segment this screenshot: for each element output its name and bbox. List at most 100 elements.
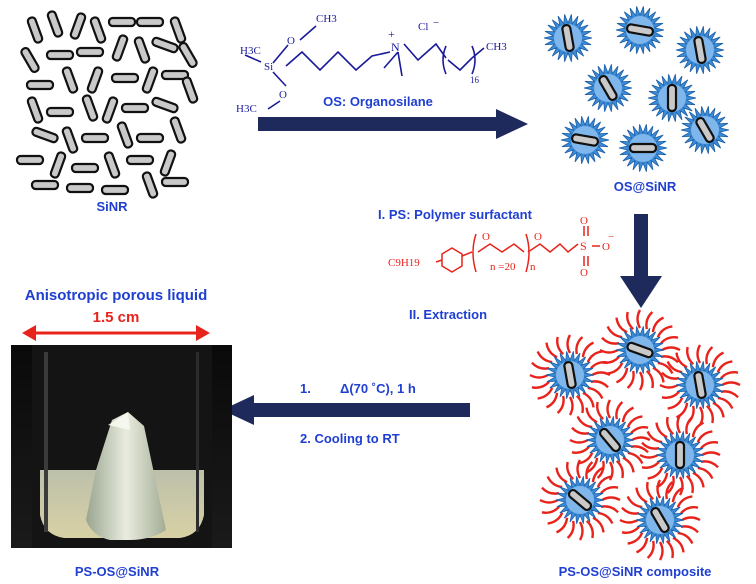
ps-chain [591, 371, 611, 377]
sinr-rod [141, 66, 159, 94]
sinr-rod [141, 171, 159, 199]
os-sinr-label: OS@SiNR [614, 179, 677, 194]
ps-chain [680, 525, 699, 534]
sinr-rod [160, 176, 190, 188]
ps-chain [691, 421, 705, 438]
ps-chain [541, 505, 560, 514]
ps-chain [638, 371, 644, 391]
ps-chain [566, 461, 575, 480]
ps-chain [576, 415, 593, 429]
ps-chain [537, 387, 554, 400]
ps-chain [585, 520, 594, 539]
ps-chain [712, 401, 725, 418]
polymer-surfactant-structure [435, 226, 600, 273]
ps-chain [645, 370, 654, 389]
ps-chain [529, 373, 549, 379]
si-atom: Si [264, 61, 273, 73]
ps-chain [658, 541, 664, 561]
ps-chain [601, 336, 620, 345]
ps-chain [606, 325, 623, 339]
composite-label: PS-OS@SiNR composite [559, 564, 712, 579]
ps-chain [581, 341, 595, 358]
ps-chain [630, 426, 649, 435]
ps-chain [666, 416, 675, 435]
ps-chain [635, 537, 649, 554]
ps-chain [659, 383, 679, 389]
coated-particle [659, 344, 741, 426]
ps-chain [556, 395, 565, 414]
ps-chain [639, 453, 659, 459]
polymer-surfactant-label: I. PS: Polymer surfactant [378, 207, 533, 222]
ps-os-sinr-label: PS-OS@SiNR [75, 564, 160, 579]
ps-chain [621, 506, 640, 515]
os-particle [680, 106, 730, 154]
sinr-rod [25, 79, 55, 91]
extraction-label: II. Extraction [409, 307, 487, 322]
ps-chain [555, 517, 569, 534]
vial-photo-icon [11, 345, 232, 548]
sinr-rod [125, 154, 155, 166]
ps-chain [586, 350, 603, 363]
sinr-label: SiNR [96, 199, 128, 214]
ps-chain [720, 390, 739, 399]
ps-chain [545, 342, 558, 359]
sinr-rod [181, 76, 199, 104]
ps-chain [701, 451, 721, 457]
sinr-rod [89, 16, 107, 44]
ps-chain [566, 520, 575, 539]
ps-chain [568, 396, 574, 416]
ps-chain [615, 460, 624, 479]
coated-particle [529, 334, 611, 416]
sinr-rod [26, 96, 44, 124]
sinr-rod [101, 96, 119, 124]
sinr-rod [598, 427, 622, 453]
ps-chain [566, 334, 572, 354]
ps-chain [697, 466, 714, 480]
sinr-rod [45, 49, 75, 61]
os-particle [675, 26, 725, 74]
sinr-rod [178, 41, 198, 69]
sinr-rod [563, 360, 577, 390]
ps-chain [556, 336, 565, 355]
ps-chain [621, 406, 635, 423]
ps-chain [626, 495, 643, 509]
sinr-rod [30, 179, 60, 191]
ps-chain [596, 460, 605, 479]
ps-chain [700, 441, 719, 450]
cl-charge: − [433, 17, 439, 29]
ps-chain [647, 467, 664, 480]
ps-chain [546, 475, 563, 489]
h3c-bottom: H3C [236, 103, 257, 115]
sinr-rod [151, 36, 179, 54]
sinr-rod [46, 10, 64, 38]
chain-index: 16 [470, 75, 480, 85]
sinr-rod [561, 23, 575, 53]
ps-chain [615, 367, 629, 384]
ps-chain [547, 512, 564, 525]
so3-o-top: O [580, 215, 588, 227]
sinr-rod [674, 440, 686, 470]
ps-chain [627, 532, 644, 545]
ps-chain [599, 348, 619, 354]
sinr-rod [628, 142, 658, 154]
ps-chain [601, 496, 621, 502]
ps-chain [627, 451, 644, 465]
os-particle [647, 74, 697, 122]
cl-atom: Cl [418, 21, 428, 33]
n-charge: + [388, 27, 395, 41]
ps-chain [671, 486, 685, 503]
ps-chain [685, 416, 694, 435]
organosilane-structure [244, 25, 485, 110]
sinr-rod [160, 69, 190, 81]
sinr-rod [65, 182, 95, 194]
n-equals: n =20 [490, 261, 516, 273]
sinr-rod [693, 370, 707, 400]
ps-chain [585, 407, 598, 424]
ps-chain [576, 459, 582, 479]
ps-chain [681, 516, 701, 522]
sinr-rod [70, 162, 100, 174]
ps-chain [545, 392, 559, 409]
ps-chain [571, 426, 590, 435]
ps-chain [696, 344, 702, 364]
ps-chain [660, 336, 679, 345]
